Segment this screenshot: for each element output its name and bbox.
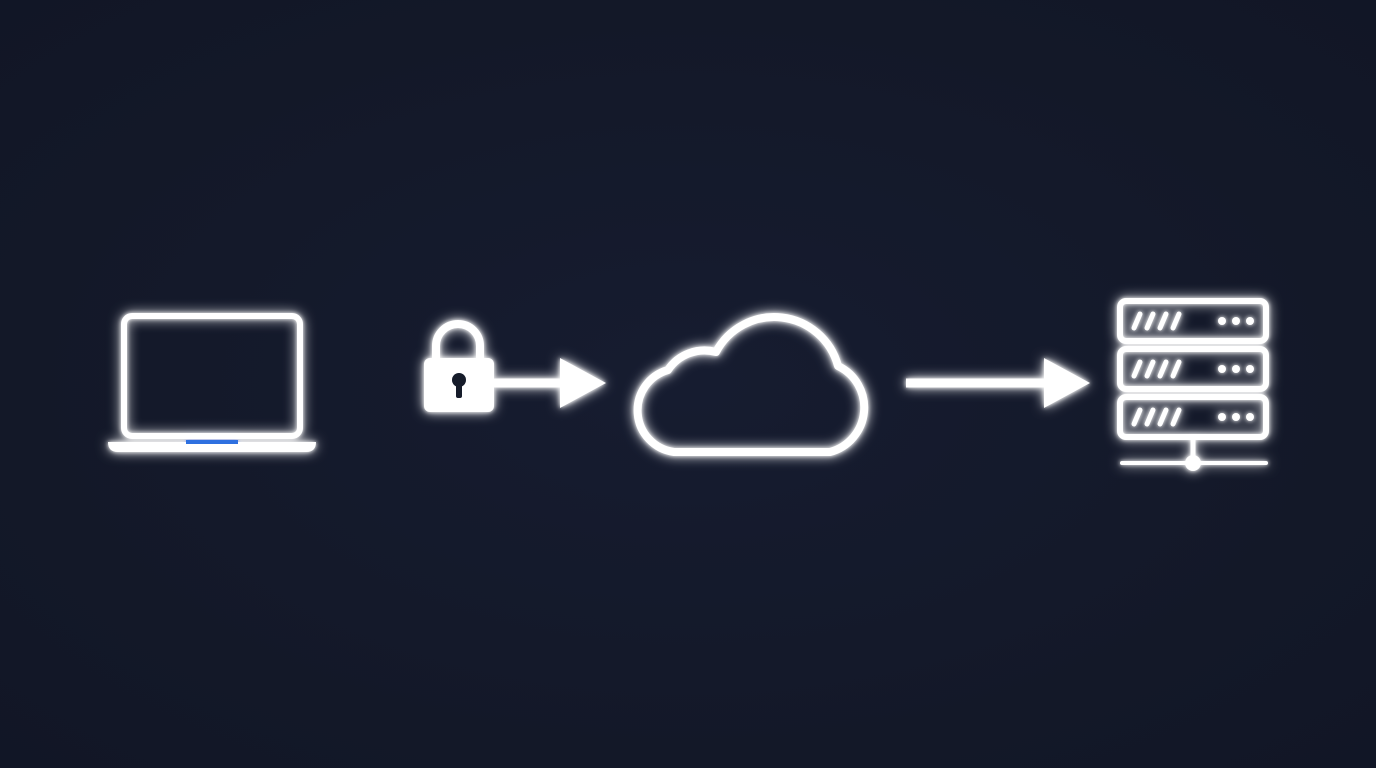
arrow-cloud-to-server: [906, 358, 1090, 408]
server-unit-1: [1117, 298, 1269, 344]
laptop-screen: [121, 313, 303, 439]
arrow-lock-to-cloud: [494, 358, 606, 408]
laptop-notch: [186, 440, 238, 444]
laptop-icon: [108, 313, 316, 452]
server-unit-3: [1117, 394, 1269, 440]
arrowhead-icon: [1044, 358, 1090, 408]
server-rack-icon: [1117, 298, 1269, 471]
keyhole-icon: [452, 373, 466, 387]
laptop-base: [108, 442, 316, 452]
cloud-icon: [633, 313, 869, 456]
arrowhead-icon: [560, 358, 606, 408]
padlock-icon: [424, 320, 494, 412]
network-node-icon: [1185, 455, 1201, 471]
padlock-shackle: [432, 320, 484, 364]
server-unit-2: [1117, 346, 1269, 392]
